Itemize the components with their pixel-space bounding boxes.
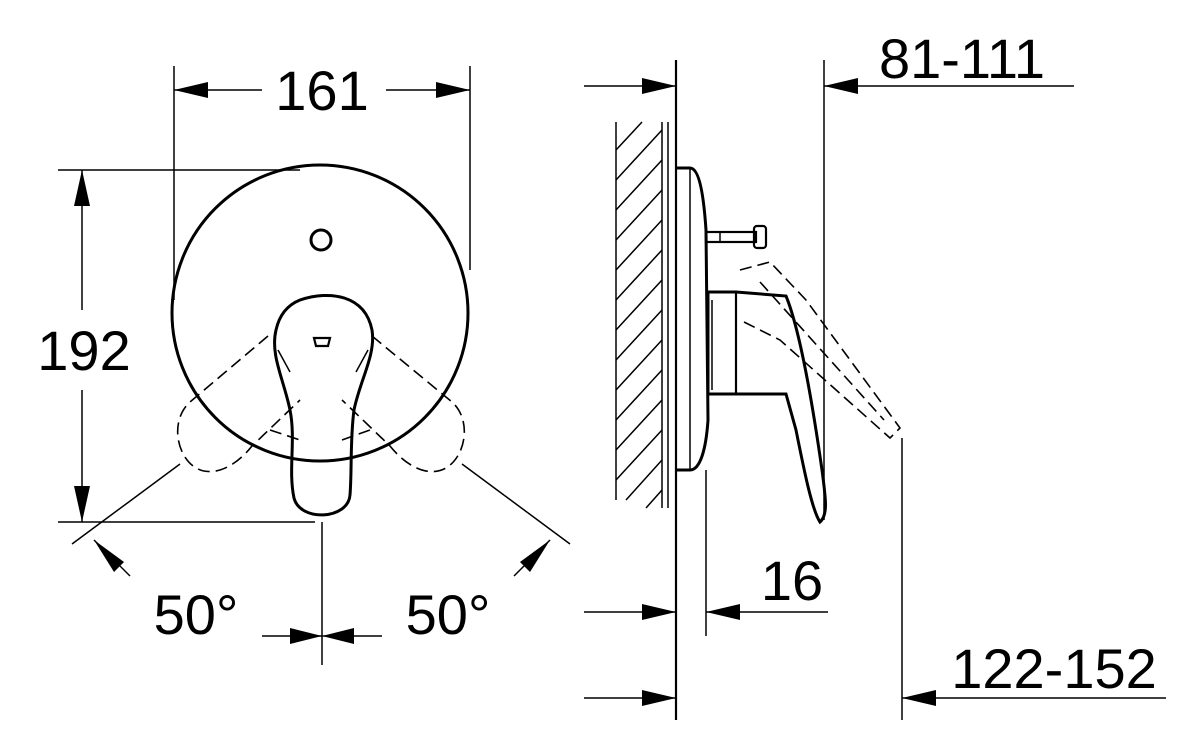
depth-arrow-right [902, 690, 936, 706]
angle-arrow-left [94, 540, 124, 572]
angle-right-label: 50° [406, 583, 491, 646]
lever-raised-edge [759, 281, 885, 421]
angle-arrow-right [520, 540, 550, 572]
front-view: 161 192 50° 50° [37, 59, 571, 665]
lever-raised-position [739, 261, 902, 440]
projection-arrow-right [824, 78, 858, 94]
wall-hatching [615, 121, 663, 509]
escutcheon-plate [170, 163, 470, 463]
wall-offset-label: 16 [761, 549, 823, 612]
lever-handle-right-position [341, 335, 466, 473]
angle-leg-right [461, 463, 571, 545]
angle-left-label: 50° [154, 583, 239, 646]
handle-hidden-edge-right [341, 429, 371, 441]
projection-arrow-left [642, 78, 676, 94]
diverter-knob [309, 228, 333, 252]
height-label: 192 [37, 319, 130, 382]
height-arrow-bottom [74, 486, 90, 522]
projection-label: 81-111 [879, 27, 1045, 90]
depth-label: 122-152 [951, 637, 1157, 700]
width-arrow-right [436, 82, 470, 98]
side-view: 81-111 16 122-152 [584, 27, 1166, 720]
angle-center-arrow-left [290, 628, 322, 644]
angle-leg-left [71, 463, 181, 545]
escutcheon-profile [676, 166, 710, 472]
wall-offset-arrow-right [706, 604, 740, 620]
lever-handle-front [273, 293, 375, 517]
lever-handle-left-position [176, 335, 301, 473]
lever-handle-side [706, 290, 827, 525]
handle-detail-left [277, 349, 291, 373]
width-label: 161 [275, 59, 368, 122]
depth-arrow-left [642, 690, 676, 706]
handle-hidden-edge-left [269, 429, 301, 441]
width-arrow-left [174, 82, 208, 98]
height-arrow-top [74, 170, 90, 206]
handle-detail-right [355, 349, 369, 373]
angle-center-arrow-right [322, 628, 354, 644]
diverter-knob-side [704, 224, 768, 250]
wall-offset-arrow-left [642, 604, 676, 620]
lever-logo-mark [312, 336, 332, 348]
